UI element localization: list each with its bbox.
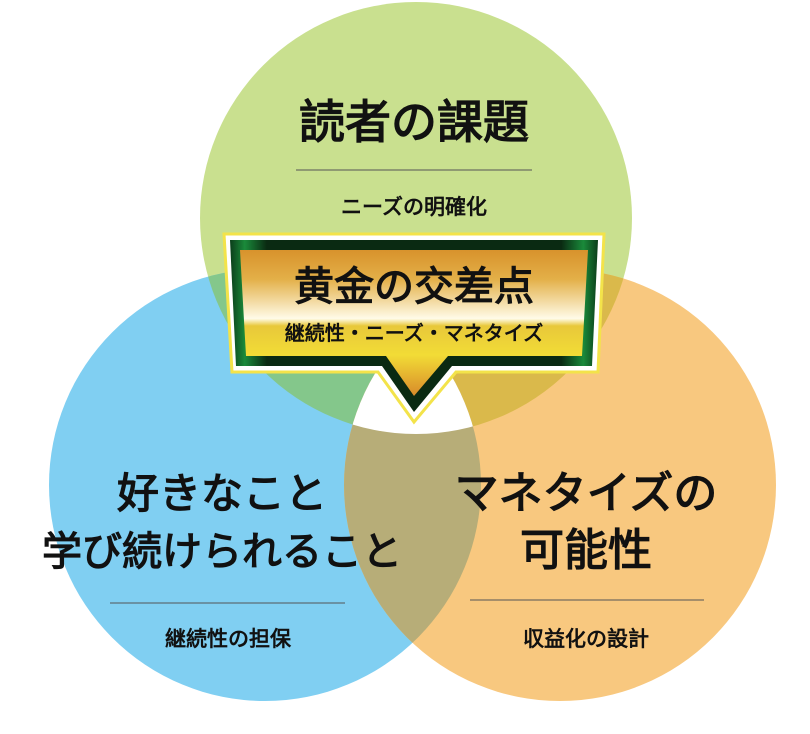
top-circle-subtitle: ニーズの明確化 — [341, 195, 487, 219]
golden-intersection-badge: 黄金の交差点 継続性・ニーズ・マネタイズ — [222, 232, 606, 425]
left-circle-subtitle: 継続性の担保 — [165, 627, 292, 651]
left-circle-title-line1: 好きなこと — [116, 469, 327, 518]
badge-subtitle: 継続性・ニーズ・マネタイズ — [285, 321, 543, 345]
right-circle-subtitle: 収益化の設計 — [523, 627, 649, 651]
right-circle-title-line2: 可能性 — [520, 525, 652, 576]
top-circle-title: 読者の課題 — [299, 95, 529, 149]
left-circle-title-line2: 学び続けられること — [42, 529, 402, 575]
badge-title: 黄金の交差点 — [294, 264, 534, 310]
right-circle-title-line1: マネタイズの — [455, 468, 718, 519]
